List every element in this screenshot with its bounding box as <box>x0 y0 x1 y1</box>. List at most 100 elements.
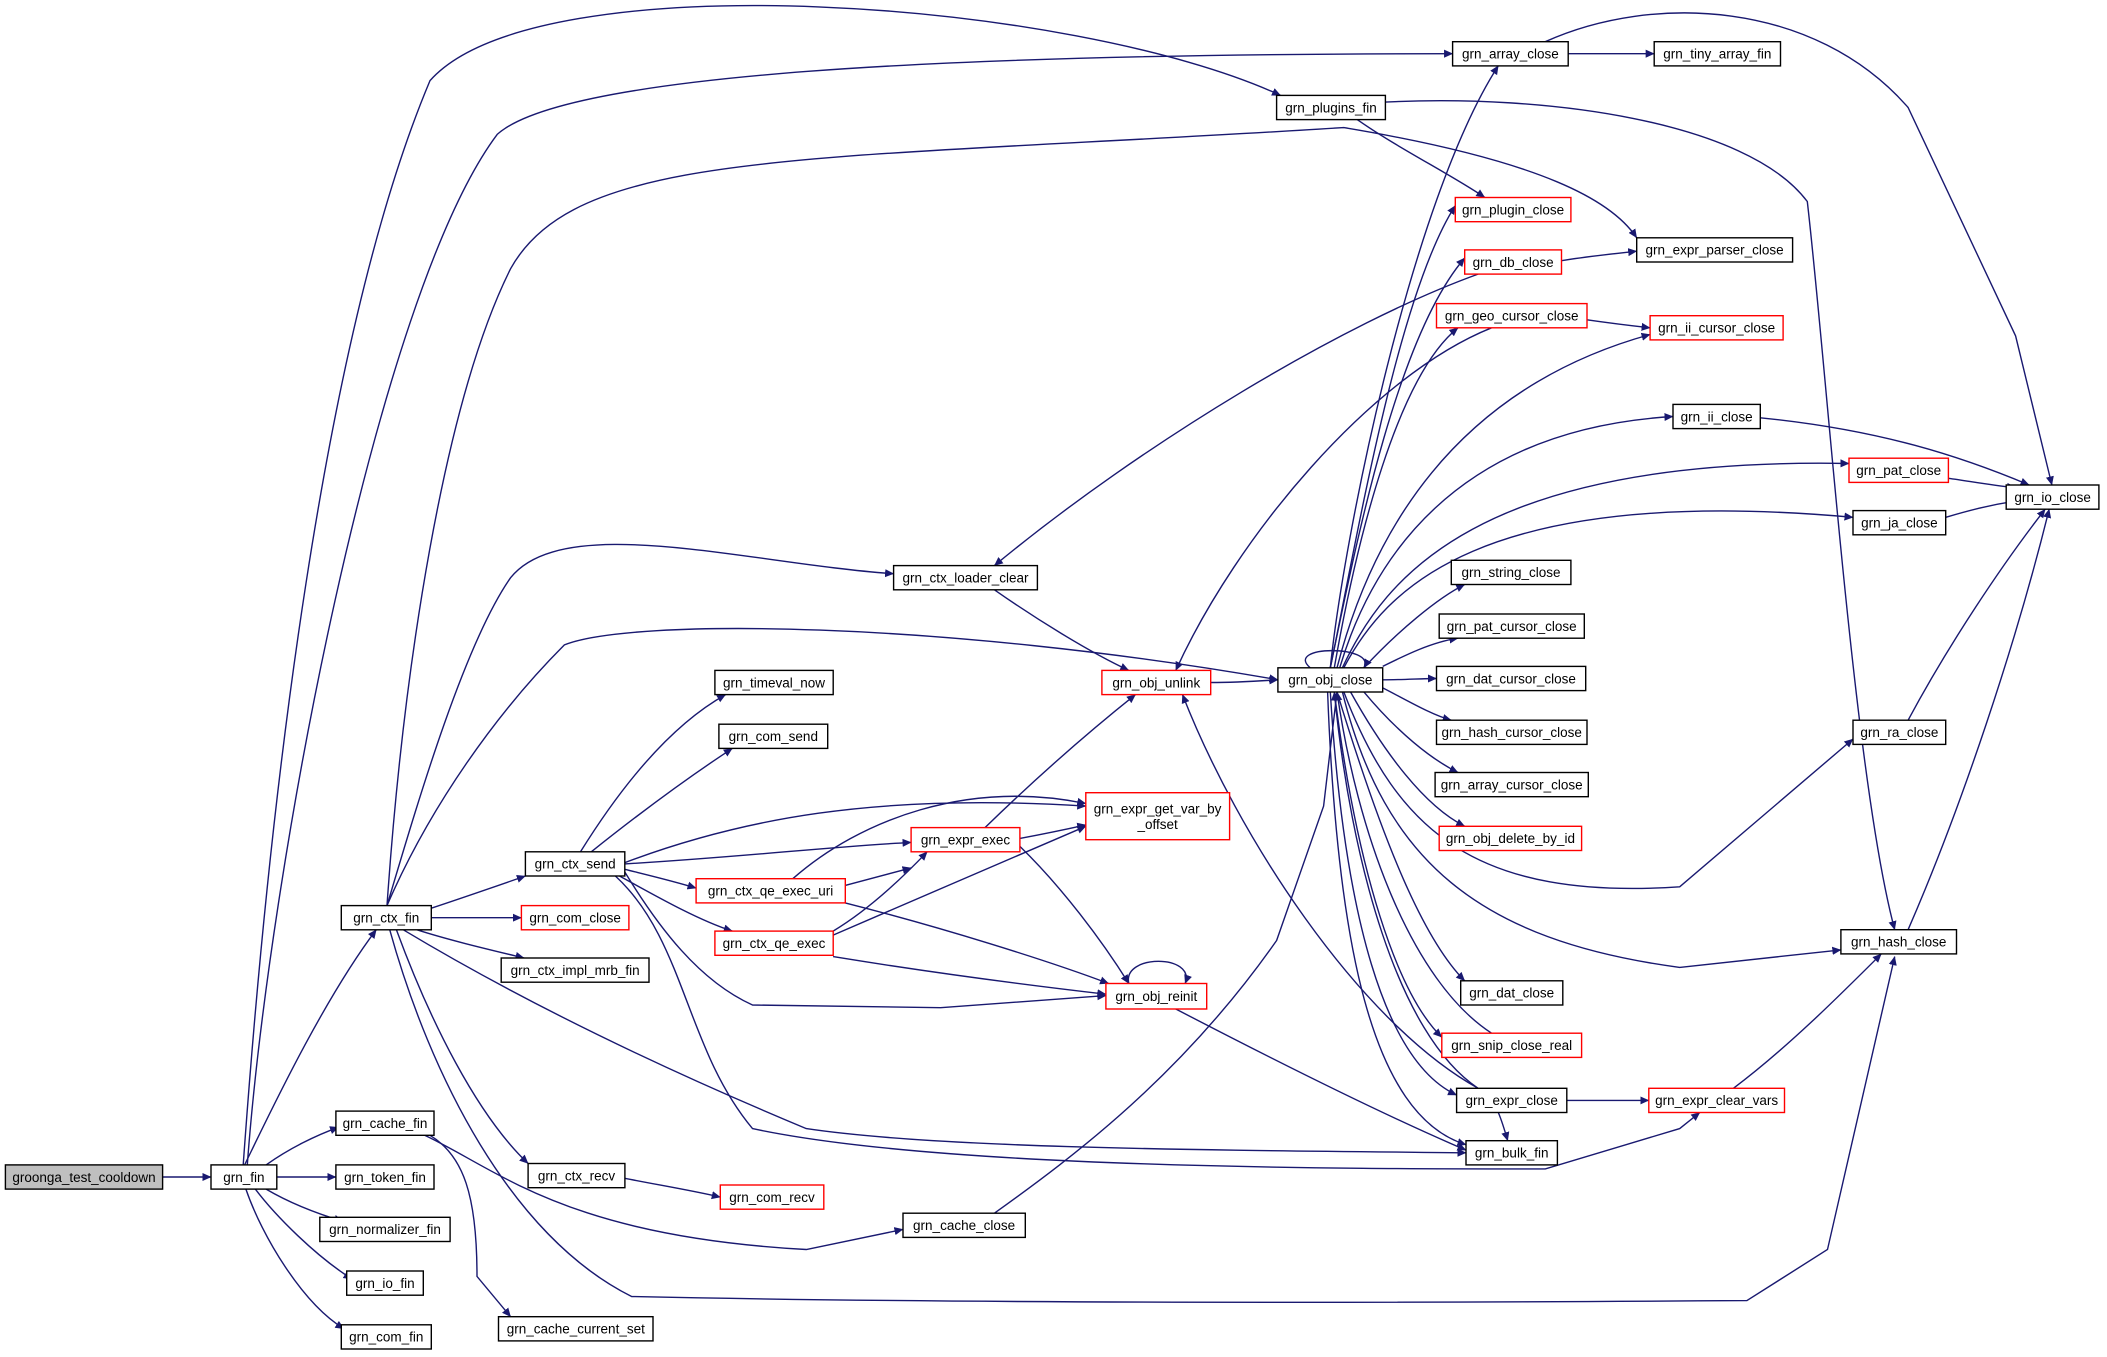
node-grn_hash_cursor_close[interactable]: grn_hash_cursor_close <box>1435 719 1588 746</box>
node-grn_ctx_recv[interactable]: grn_ctx_recv <box>527 1162 626 1189</box>
node-box[interactable] <box>719 1184 825 1210</box>
node-grn_snip_close_real[interactable]: grn_snip_close_real <box>1441 1032 1583 1059</box>
node-grn_expr_clear_vars[interactable]: grn_expr_clear_vars <box>1648 1087 1786 1114</box>
node-box[interactable] <box>1441 1032 1583 1059</box>
node-box[interactable] <box>1101 669 1212 696</box>
node-grn_fin[interactable]: grn_fin <box>210 1164 278 1190</box>
node-box[interactable] <box>1435 302 1588 329</box>
node-box[interactable] <box>1848 457 1950 484</box>
node-grn_string_close[interactable]: grn_string_close <box>1450 559 1572 586</box>
node-grn_ja_close[interactable]: grn_ja_close <box>1852 509 1947 536</box>
node-grn_obj_reinit[interactable]: grn_obj_reinit <box>1105 982 1208 1010</box>
node-grn_plugin_close[interactable]: grn_plugin_close <box>1454 196 1572 223</box>
node-box[interactable] <box>718 723 829 750</box>
node-box[interactable] <box>1852 509 1947 536</box>
node-grn_bulk_fin[interactable]: grn_bulk_fin <box>1465 1139 1559 1166</box>
node-box[interactable] <box>714 669 834 696</box>
node-grn_array_cursor_close[interactable]: grn_array_cursor_close <box>1434 771 1589 798</box>
node-grn_io_close[interactable]: grn_io_close <box>2005 484 2100 510</box>
node-box[interactable] <box>1454 196 1572 223</box>
node-box[interactable] <box>1275 94 1387 121</box>
node-box[interactable] <box>892 564 1039 591</box>
node-grn_ctx_loader_clear[interactable]: grn_ctx_loader_clear <box>892 564 1039 591</box>
node-grn_hash_close[interactable]: grn_hash_close <box>1840 929 1958 955</box>
node-grn_cache_fin[interactable]: grn_cache_fin <box>335 1110 435 1136</box>
node-box[interactable] <box>4 1164 164 1190</box>
node-box[interactable] <box>497 1315 654 1342</box>
node-box[interactable] <box>319 1216 451 1243</box>
node-grn_plugins_fin[interactable]: grn_plugins_fin <box>1275 94 1387 121</box>
node-grn_geo_cursor_close[interactable]: grn_geo_cursor_close <box>1435 302 1588 329</box>
node-box[interactable] <box>902 1212 1027 1239</box>
node-box[interactable] <box>346 1270 425 1296</box>
node-grn_token_fin[interactable]: grn_token_fin <box>335 1164 435 1190</box>
node-grn_io_fin[interactable]: grn_io_fin <box>346 1270 425 1296</box>
node-box[interactable] <box>1435 719 1588 746</box>
node-grn_cache_close[interactable]: grn_cache_close <box>902 1212 1027 1239</box>
node-grn_obj_close[interactable]: grn_obj_close <box>1277 667 1384 693</box>
node-grn_db_close[interactable]: grn_db_close <box>1463 249 1563 275</box>
node-box[interactable] <box>2005 484 2100 510</box>
node-box[interactable] <box>1105 982 1208 1010</box>
node-box[interactable] <box>1438 613 1585 639</box>
node-box[interactable] <box>527 1162 626 1189</box>
node-grn_ii_close[interactable]: grn_ii_close <box>1672 403 1762 430</box>
node-grn_expr_get_var_by_offset[interactable]: grn_expr_get_var_by_offset <box>1085 792 1231 841</box>
node-box[interactable] <box>524 851 626 877</box>
node-grn_array_close[interactable]: grn_array_close <box>1451 41 1569 67</box>
node-box[interactable] <box>1450 559 1572 586</box>
node-grn_timeval_now[interactable]: grn_timeval_now <box>714 669 834 696</box>
node-grn_pat_cursor_close[interactable]: grn_pat_cursor_close <box>1438 613 1585 639</box>
node-grn_ctx_fin[interactable]: grn_ctx_fin <box>340 904 432 931</box>
node-grn_com_send[interactable]: grn_com_send <box>718 723 829 750</box>
node-grn_expr_close[interactable]: grn_expr_close <box>1455 1087 1568 1114</box>
node-box[interactable] <box>1672 403 1762 430</box>
node-box[interactable] <box>1649 315 1784 341</box>
node-grn_ctx_qe_exec[interactable]: grn_ctx_qe_exec <box>714 930 834 956</box>
node-grn_pat_close[interactable]: grn_pat_close <box>1848 457 1950 484</box>
node-box[interactable] <box>1459 980 1564 1006</box>
node-box[interactable] <box>1463 249 1563 275</box>
node-box[interactable] <box>714 930 834 956</box>
node-grn_normalizer_fin[interactable]: grn_normalizer_fin <box>319 1216 451 1243</box>
node-grn_ctx_send[interactable]: grn_ctx_send <box>524 851 626 877</box>
node-grn_com_fin[interactable]: grn_com_fin <box>340 1324 432 1350</box>
node-box[interactable] <box>335 1164 435 1190</box>
node-grn_ctx_impl_mrb_fin[interactable]: grn_ctx_impl_mrb_fin <box>500 957 650 983</box>
node-box[interactable] <box>1435 665 1587 692</box>
node-groonga_test_cooldown[interactable]: groonga_test_cooldown <box>4 1164 164 1190</box>
node-box[interactable] <box>1277 667 1384 693</box>
node-box[interactable] <box>1653 41 1782 67</box>
node-box[interactable] <box>1635 237 1794 263</box>
node-grn_ii_cursor_close[interactable]: grn_ii_cursor_close <box>1649 315 1784 341</box>
node-box[interactable] <box>1451 41 1569 67</box>
node-box[interactable] <box>1852 719 1947 746</box>
node-grn_ra_close[interactable]: grn_ra_close <box>1852 719 1947 746</box>
node-box[interactable] <box>340 904 432 931</box>
node-box[interactable] <box>1085 792 1231 841</box>
node-grn_cache_current_set[interactable]: grn_cache_current_set <box>497 1315 654 1342</box>
node-box[interactable] <box>1648 1087 1786 1114</box>
node-box[interactable] <box>1465 1139 1559 1166</box>
node-grn_com_close[interactable]: grn_com_close <box>520 904 630 931</box>
node-box[interactable] <box>695 878 846 904</box>
node-grn_ctx_qe_exec_uri[interactable]: grn_ctx_qe_exec_uri <box>695 878 846 904</box>
node-grn_com_recv[interactable]: grn_com_recv <box>719 1184 825 1210</box>
node-box[interactable] <box>1438 825 1583 852</box>
node-grn_dat_close[interactable]: grn_dat_close <box>1459 980 1564 1006</box>
node-grn_obj_delete_by_id[interactable]: grn_obj_delete_by_id <box>1438 825 1583 852</box>
node-grn_dat_cursor_close[interactable]: grn_dat_cursor_close <box>1435 665 1587 692</box>
node-grn_tiny_array_fin[interactable]: grn_tiny_array_fin <box>1653 41 1782 67</box>
node-box[interactable] <box>335 1110 435 1136</box>
node-grn_expr_parser_close[interactable]: grn_expr_parser_close <box>1635 237 1794 263</box>
node-box[interactable] <box>500 957 650 983</box>
node-box[interactable] <box>1840 929 1958 955</box>
node-grn_expr_exec[interactable]: grn_expr_exec <box>910 826 1021 853</box>
node-box[interactable] <box>340 1324 432 1350</box>
node-box[interactable] <box>1455 1087 1568 1114</box>
node-box[interactable] <box>210 1164 278 1190</box>
node-box[interactable] <box>520 904 630 931</box>
node-box[interactable] <box>1434 771 1589 798</box>
node-box[interactable] <box>910 826 1021 853</box>
node-grn_obj_unlink[interactable]: grn_obj_unlink <box>1101 669 1212 696</box>
